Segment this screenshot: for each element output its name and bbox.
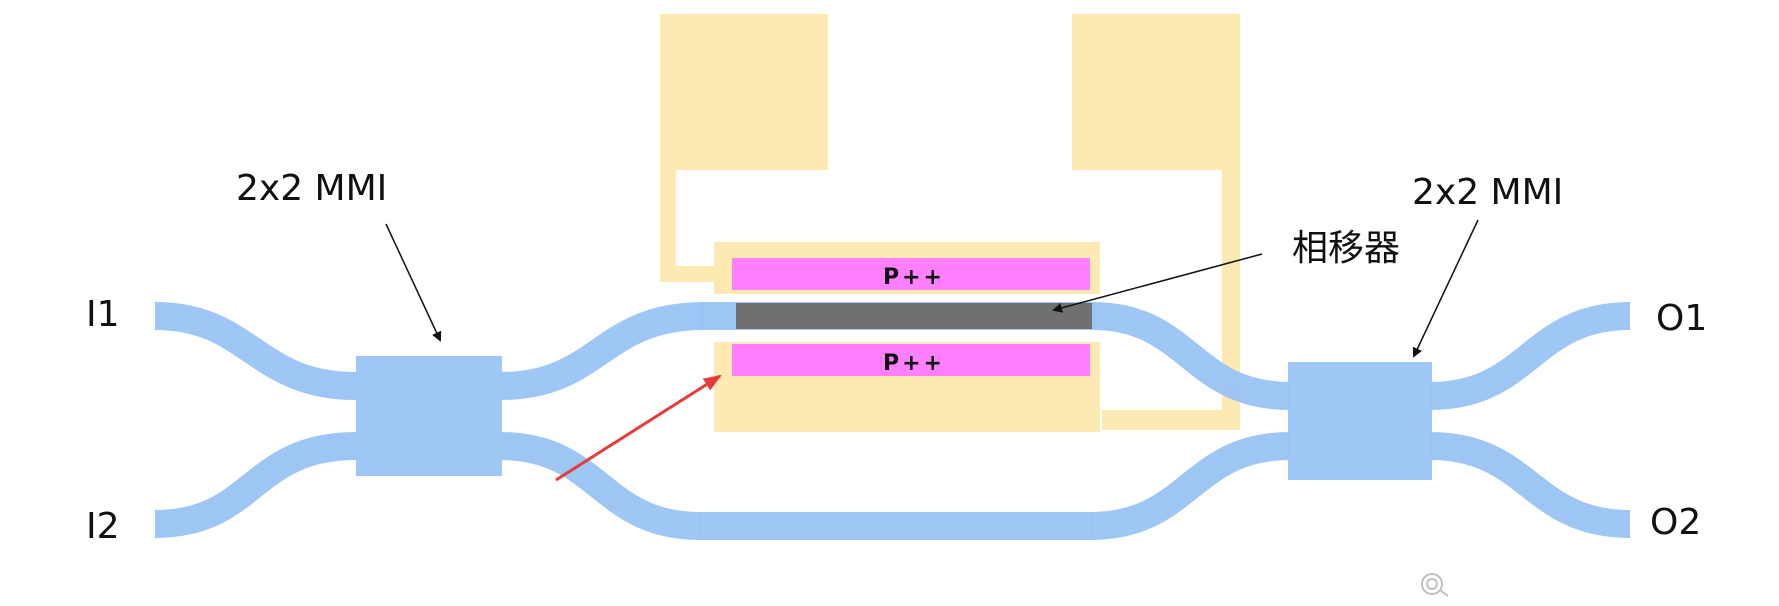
phase-shifter-core [736,303,1092,329]
mmi-left-label: 2x2 MMI [236,168,387,209]
output-waveguide-o2 [1429,432,1631,538]
p-doping-top [732,258,1090,290]
p-doping-bottom [732,344,1090,376]
metal-pad-left [660,14,828,170]
input-label-i1: I1 [86,294,120,335]
p-doping-bottom-label: P++ [883,351,945,376]
mmi-right-label: 2x2 MMI [1412,172,1563,213]
metal-trace-left-horizontal [660,266,716,282]
upper-arm-bend-right [1091,302,1291,410]
output-waveguide-o1 [1429,302,1631,410]
phase-shifter-label: 相移器 [1292,228,1400,269]
input-waveguide-i2 [154,432,357,538]
metal-trace-right-vertical [1222,170,1240,430]
lower-arm-bend-right [1089,432,1291,540]
lower-arm-waveguide [698,512,1092,540]
p-doping-top-label: P++ [883,265,945,290]
input-waveguide-i1 [154,302,357,400]
mmi-left [356,356,502,476]
metal-pad-right [1072,14,1240,170]
metal-trace-right-horizontal [1102,410,1240,430]
output-label-o1: O1 [1656,298,1707,339]
mmi-right [1288,362,1432,480]
logo-watermark-icon [1421,573,1449,597]
input-label-i2: I2 [86,506,120,547]
mmi-left-arrow [385,223,442,342]
mmi-right-arrow [1412,219,1479,358]
upper-arm-bend-left [499,302,705,400]
output-label-o2: O2 [1650,502,1701,543]
red-pointer-arrow [555,374,722,482]
metal-trace-left-vertical [660,170,676,282]
waveguide-layer [154,302,1631,540]
phase-shifter-arrow [1052,253,1263,313]
lower-arm-bend-left [499,432,701,540]
